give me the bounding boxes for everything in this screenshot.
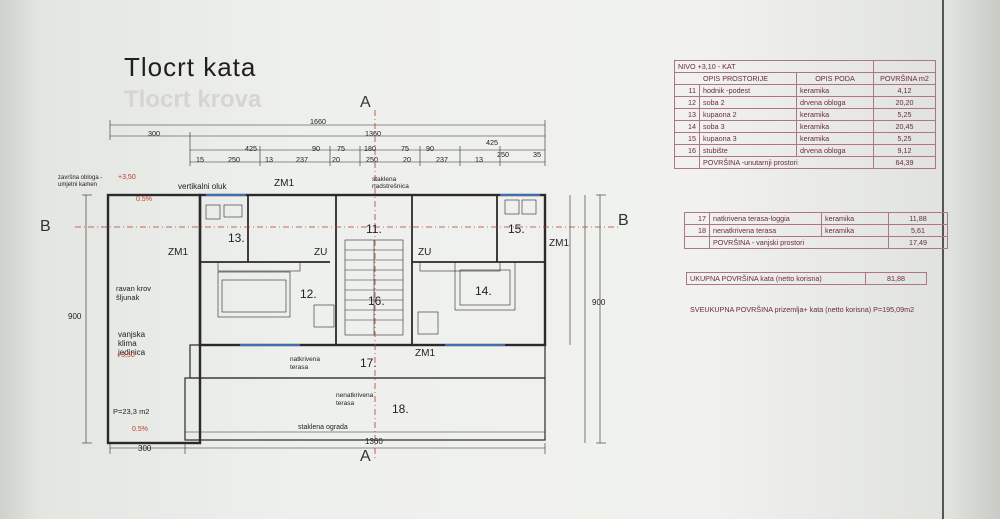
room-11-number: 11. [366, 222, 382, 236]
label-zm1-bottom: ZM1 [415, 348, 435, 359]
dim-90-right: 90 [426, 144, 434, 153]
section-mark-a-bottom: A [360, 448, 371, 465]
dim-20-a: 20 [332, 155, 340, 164]
room-14-number: 14. [475, 284, 492, 298]
slope-bottom: 0.5% [132, 426, 148, 433]
section-mark-b-right: B [618, 212, 629, 229]
room-12-number: 12. [300, 287, 317, 301]
header-area: POVRŠINA m2 [873, 72, 936, 85]
dim-20-b: 20 [403, 155, 411, 164]
label-glass-canopy: staklena nadstrešnica [372, 176, 409, 190]
table-row: 11 hodnik -podest keramika 4,12 [674, 84, 936, 97]
total-row: POVRŠINA -unutarnji prostori 64,39 [674, 156, 936, 169]
dim-75-left: 75 [337, 144, 345, 153]
room-13-number: 13. [228, 231, 245, 245]
room-15-number: 15. [508, 222, 525, 236]
bottom-dim-1360: 1360 [365, 437, 383, 446]
dim-237-a: 237 [296, 155, 308, 164]
useful-area-value: 81,88 [865, 272, 927, 285]
label-vertical-gutter: vertikalni oluk [178, 182, 227, 191]
right-dim-900: 900 [592, 298, 606, 307]
dim-13-b: 13 [475, 155, 483, 164]
room-area-table: NIVO +3,10 - KAT OPIS PROSTORIJE OPIS PO… [674, 60, 936, 169]
table-row: 13 kupaona 2 keramika 5,25 [674, 108, 936, 121]
bottom-dim-300: 300 [138, 444, 152, 453]
label-zm1-top: ZM1 [274, 178, 294, 189]
dim-425-right: 425 [486, 138, 498, 147]
dim-180: 180 [364, 144, 376, 153]
label-zu-right: ZU [418, 247, 432, 258]
dim-250-a: 250 [228, 155, 240, 164]
dim-300: 300 [148, 129, 160, 138]
left-dim-900: 900 [68, 312, 82, 321]
level-350-left: +3,50 [117, 352, 135, 359]
overall-area-text: SVEUKUPNA POVRŠINA prizemlja+ kata (nett… [690, 305, 915, 314]
label-glass-railing: staklena ograda [298, 424, 348, 431]
dim-15: 15 [196, 155, 204, 164]
dim-425-left: 425 [245, 144, 257, 153]
section-mark-a-top: A [360, 94, 371, 111]
level-350-top: +3,50 [118, 174, 136, 181]
total-row: POVRŠINA - vanjski prostori 17,49 [684, 236, 948, 249]
label-zm1-left: ZM1 [168, 247, 188, 258]
dim-75-right: 75 [401, 144, 409, 153]
faded-title: Tlocrt krova [124, 86, 262, 113]
slope-top: 0.5% [136, 196, 152, 203]
useful-area-label: UKUPNA POVRŠINA kata (netto korisna) [686, 272, 866, 285]
label-area-233: P=23,3 m2 [113, 407, 150, 416]
label-flat-roof: ravan krov šljunak [116, 284, 152, 302]
header-room: OPIS PROSTORIJE [674, 72, 797, 85]
dim-237-b: 237 [436, 155, 448, 164]
dim-90-left: 90 [312, 144, 320, 153]
table-row: 17 natkrivena terasa-loggia keramika 11,… [684, 212, 948, 225]
dim-250-b: 250 [366, 155, 378, 164]
terrace-area-table: 17 natkrivena terasa-loggia keramika 11,… [684, 212, 948, 249]
room-18-number: 18. [392, 402, 409, 416]
paper-border [24, 0, 944, 519]
label-ac-unit: vanjska klima jedinica [118, 330, 146, 357]
page-title: Tlocrt kata [124, 52, 257, 82]
dim-13-a: 13 [265, 155, 273, 164]
room-17-number: 17. [360, 356, 377, 370]
label-zu-left: ZU [314, 247, 328, 258]
label-open-terrace: nenatkrivena terasa [336, 392, 374, 407]
level-label: NIVO +3,10 - KAT [674, 60, 874, 73]
dim-35: 35 [533, 150, 541, 159]
section-mark-b-left: B [40, 218, 51, 235]
table-row: 15 kupaona 3 keramika 5,25 [674, 132, 936, 145]
useful-area-table: UKUPNA POVRŠINA kata (netto korisna) 81,… [686, 272, 927, 285]
room-16-number: 16. [368, 294, 385, 308]
dim-250-c: 250 [497, 150, 509, 159]
dim-1660: 1660 [310, 117, 326, 126]
label-zm1-right: ZM1 [549, 238, 569, 249]
label-covered-terrace: natkrivena terasa [290, 356, 320, 371]
table-row: 14 soba 3 keramika 20,45 [674, 120, 936, 133]
table-row: 12 soba 2 drvena obloga 20,20 [674, 96, 936, 109]
table-row: 16 stubište drvena obloga 9,12 [674, 144, 936, 157]
table-row: 18 nenatkrivena terasa keramika 5,61 [684, 224, 948, 237]
header-floor: OPIS PODA [796, 72, 874, 85]
label-stone-finish: završna obloga - umjetni kamen [58, 175, 103, 188]
dim-1360: 1360 [365, 129, 381, 138]
